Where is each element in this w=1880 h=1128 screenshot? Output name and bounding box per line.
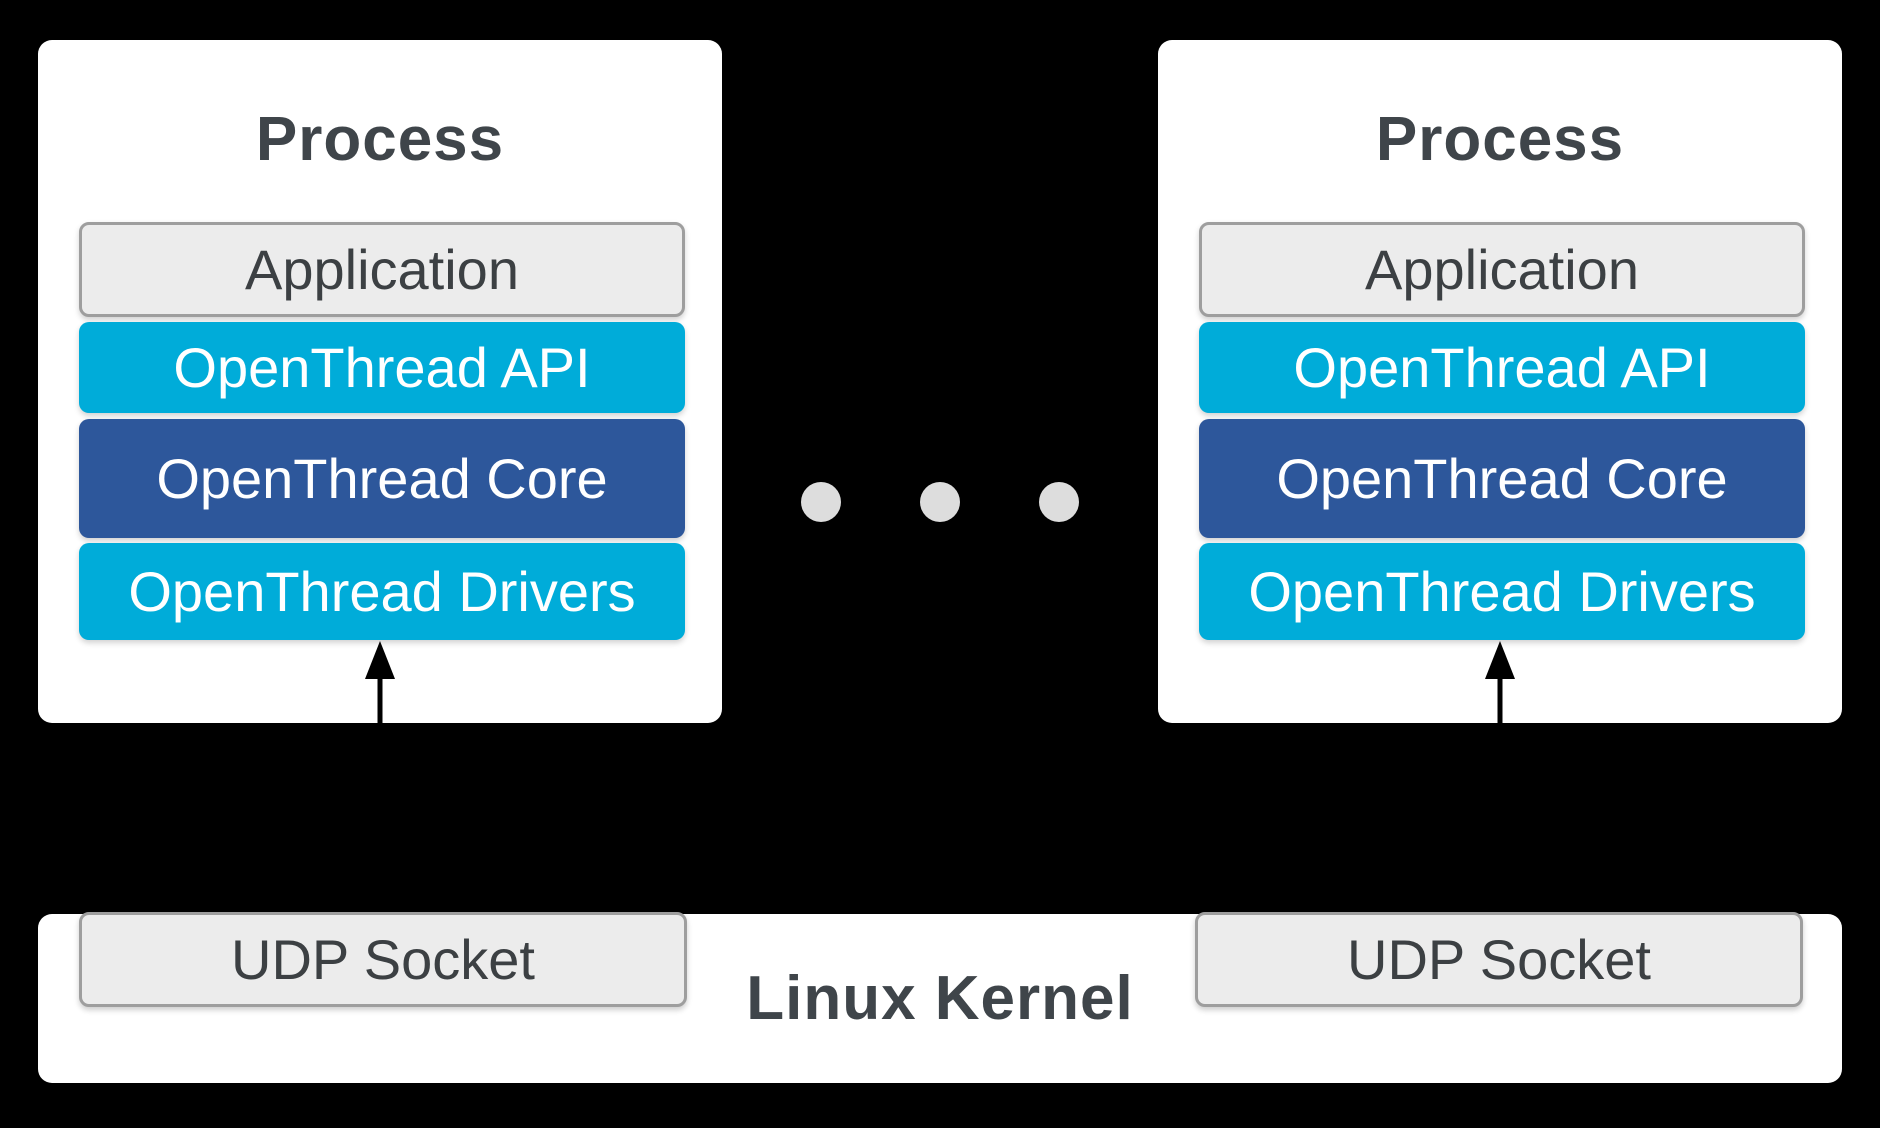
ellipsis-dot-icon (801, 482, 841, 522)
layer-openthread-api: OpenThread API (79, 322, 685, 413)
layer-openthread-drivers: OpenThread Drivers (79, 543, 685, 640)
udp-socket-right: UDP Socket (1195, 912, 1803, 1007)
ellipsis-dot-icon (1039, 482, 1079, 522)
layer-openthread-drivers-label: OpenThread Drivers (1248, 560, 1756, 623)
layer-application-label: Application (1365, 238, 1639, 301)
process-box-right: Process Application OpenThread API OpenT… (1158, 40, 1842, 723)
layer-application: Application (1199, 222, 1805, 317)
ellipsis-dot-icon (920, 482, 960, 522)
process-title: Process (1375, 105, 1625, 174)
layer-application: Application (79, 222, 685, 317)
linux-kernel-title: Linux Kernel (746, 964, 1134, 1033)
udp-socket-left: UDP Socket (79, 912, 687, 1007)
linux-kernel-bar: UDP Socket Linux Kernel UDP Socket (38, 912, 1842, 1083)
arrow-shaft (377, 675, 383, 723)
udp-socket-label: UDP Socket (231, 928, 535, 991)
layer-openthread-api-label: OpenThread API (173, 336, 591, 399)
layer-openthread-core: OpenThread Core (1199, 419, 1805, 538)
process-title: Process (255, 105, 505, 174)
layer-openthread-drivers-label: OpenThread Drivers (128, 560, 636, 623)
arrow-shaft (1497, 675, 1503, 723)
layer-openthread-api: OpenThread API (1199, 322, 1805, 413)
layer-openthread-core-label: OpenThread Core (1276, 447, 1728, 510)
arrow-up-icon (365, 641, 395, 723)
arrow-up-icon (1485, 641, 1515, 723)
ellipsis (801, 482, 1079, 522)
layer-openthread-core-label: OpenThread Core (156, 447, 608, 510)
layer-openthread-api-label: OpenThread API (1293, 336, 1711, 399)
arrow-head (1485, 641, 1515, 679)
udp-socket-label: UDP Socket (1347, 928, 1651, 991)
process-box-left: Process Application OpenThread API OpenT… (38, 40, 722, 723)
layer-openthread-drivers: OpenThread Drivers (1199, 543, 1805, 640)
arrow-head (365, 641, 395, 679)
layer-openthread-core: OpenThread Core (79, 419, 685, 538)
layer-application-label: Application (245, 238, 519, 301)
